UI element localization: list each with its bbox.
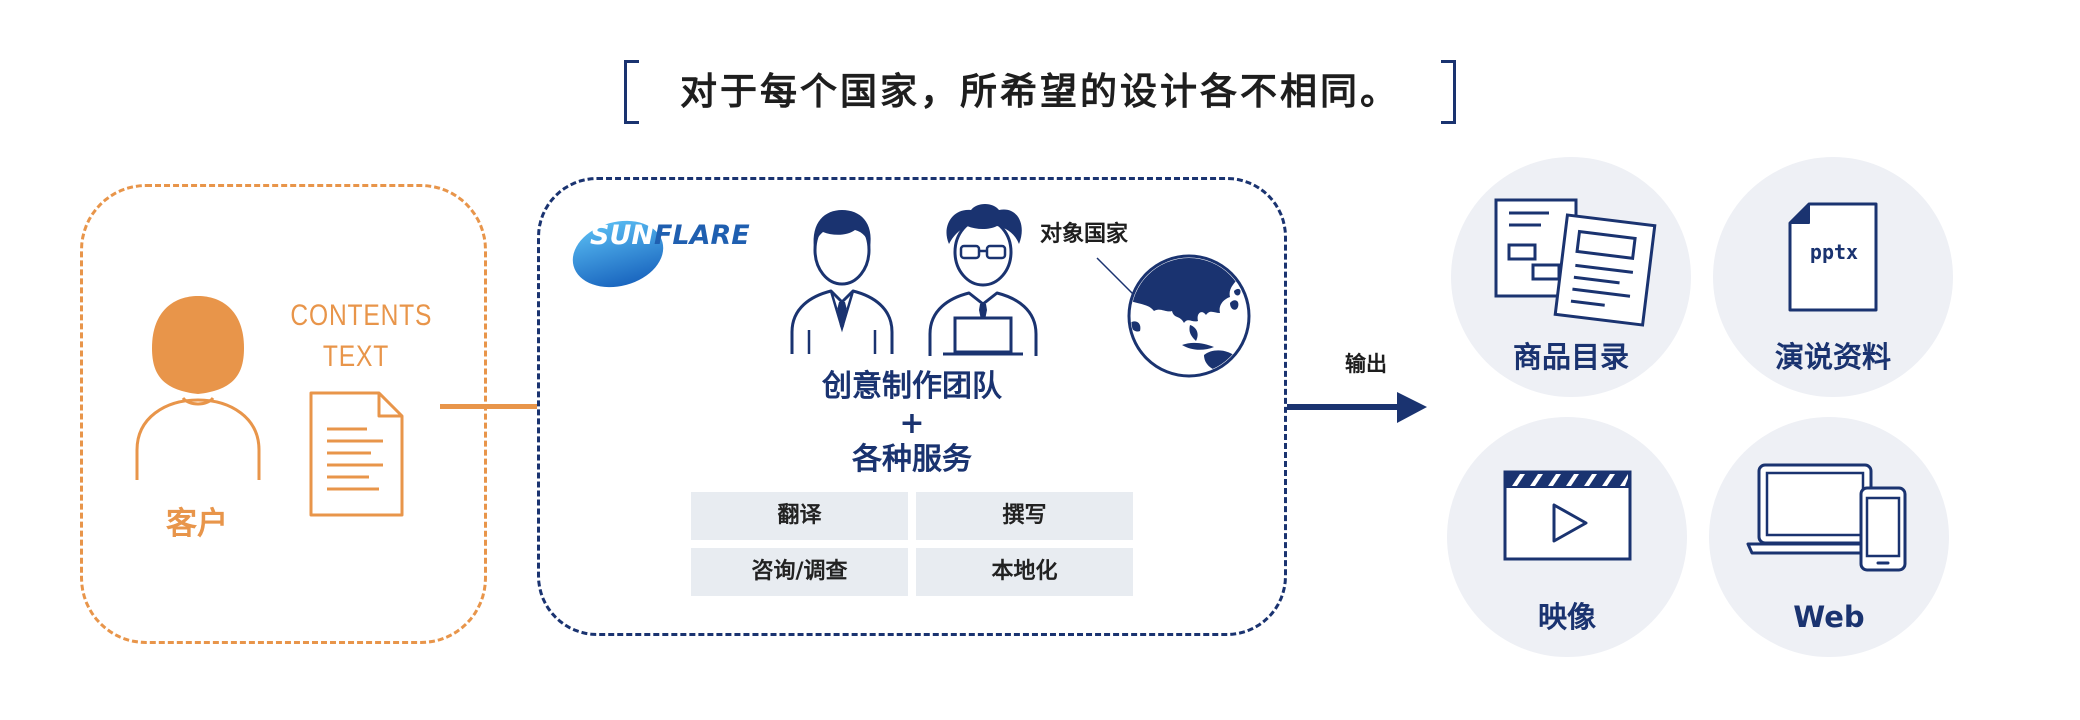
country-pointer-line [1096,257,1139,300]
file-extension-text: pptx [1810,240,1858,264]
service-translation: 翻译 [691,492,908,540]
output-item-presentation: pptx 演说资料 [1713,157,1953,397]
heading-bracket-left [624,60,639,124]
output-item-catalog: 商品目录 [1451,157,1691,397]
agency-box [537,177,1287,636]
sunflare-logo: SUNFLARE [572,220,750,288]
client-label: 客户 [166,506,228,542]
engineer-with-laptop-icon [928,204,1038,356]
service-localization: 本地化 [916,548,1133,596]
logo-text-flare: FLARE [654,220,750,251]
globe-icon [1127,254,1251,378]
video-icon [1503,470,1632,561]
logo-text-sun: SUN [590,220,654,251]
svg-text:SUNFLARE: SUNFLARE [590,220,750,251]
service-consulting-research: 咨询/调查 [691,548,908,596]
service-copywriting: 撰写 [916,492,1133,540]
contents-text-line1: CONTENTS [290,299,433,332]
presentation-file-icon: pptx [1788,202,1878,312]
output-label-video: 映像 [1537,600,1596,634]
heading-title: 对于每个国家，所希望的设计各不相同。 [680,70,1400,113]
output-label-catalog: 商品目录 [1512,340,1629,374]
contents-text-line2: TEXT [322,340,390,373]
client-box [80,184,487,644]
heading-bracket-right [1441,60,1456,124]
devices-icon [1746,463,1907,572]
team-label: 创意制作团队 [822,369,1002,404]
text-document-icon [309,391,404,517]
connector-line [440,404,537,409]
output-item-video: 映像 [1447,417,1687,657]
output-label-presentation: 演说资料 [1774,340,1891,374]
output-label-web: Web [1793,600,1865,634]
output-item-web: Web [1709,417,1949,657]
play-icon [1552,503,1588,543]
catalog-icon [1494,198,1657,327]
plus-sign: + [899,406,925,441]
businessman-icon [790,210,894,354]
output-label: 输出 [1345,352,1387,376]
target-country-label: 对象国家 [1040,222,1129,247]
output-arrow-icon [1287,392,1427,423]
services-label: 各种服务 [852,442,972,477]
client-person-icon [135,296,261,480]
